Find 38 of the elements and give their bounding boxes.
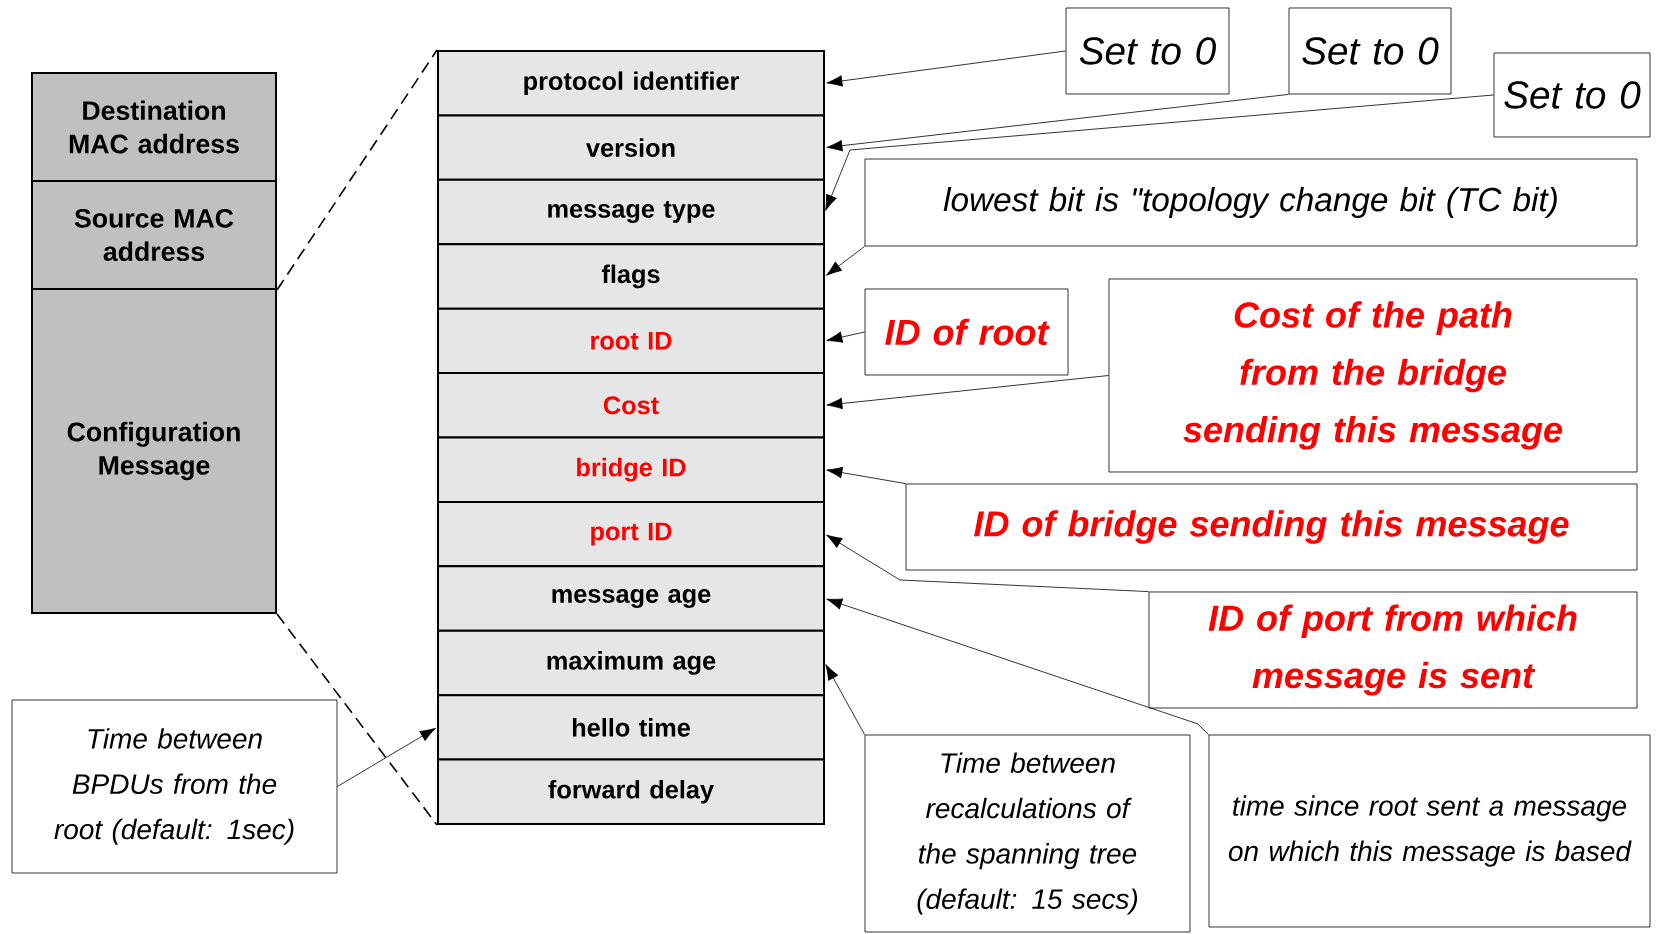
arrow [826,466,906,484]
frame-field-box: Source MAC address [31,180,277,290]
bpdu-field-box: hello time [437,694,825,761]
dashed-line [276,613,438,826]
callout-box: Set to 0 [1493,52,1651,138]
arrow [825,664,865,735]
callout-box: time since root sent a message on which this message is based [1208,734,1651,928]
callout-box: Set to 0 [1065,7,1230,95]
callout-box: Set to 0 [1288,7,1452,95]
arrow [825,94,1494,211]
bpdu-field-box: forward delay [437,758,825,825]
arrow [826,331,865,343]
callout-box: ID of bridge sending this message [905,483,1638,571]
bpdu-field-box: bridge ID [437,436,825,503]
arrow [826,534,1149,592]
callout-box: lowest bit is "topology change bit (TC bit) [864,158,1638,247]
bpdu-field-box: maximum age [437,629,825,697]
arrow [826,598,1209,735]
frame-field-box: Destination MAC address [31,72,277,182]
arrow [826,94,1289,152]
bpdu-field-box: root ID [437,307,825,375]
bpdu-field-box: port ID [437,500,825,568]
arrow [826,50,1066,87]
bpdu-field-box: Cost [437,372,825,439]
bpdu-field-box: protocol identifier [437,50,825,117]
callout-box: Time between BPDUs from the root (default: 1sec) [11,699,338,874]
bpdu-field-box: message age [437,565,825,632]
callout-box: ID of root [864,288,1069,376]
dashed-line [276,49,438,291]
callout-box: ID of port from which message is sent [1148,591,1638,709]
bpdu-field-box: message type [437,178,825,246]
bpdu-field-box: flags [437,243,825,310]
callout-box: Cost of the path from the bridge sending this message [1108,278,1638,473]
arrow [826,375,1109,410]
bpdu-field-box: version [437,114,825,181]
arrow [826,246,865,276]
arrow [337,727,436,787]
callout-box: Time between recalculations of the spanning tree (default: 15 secs) [864,734,1191,933]
